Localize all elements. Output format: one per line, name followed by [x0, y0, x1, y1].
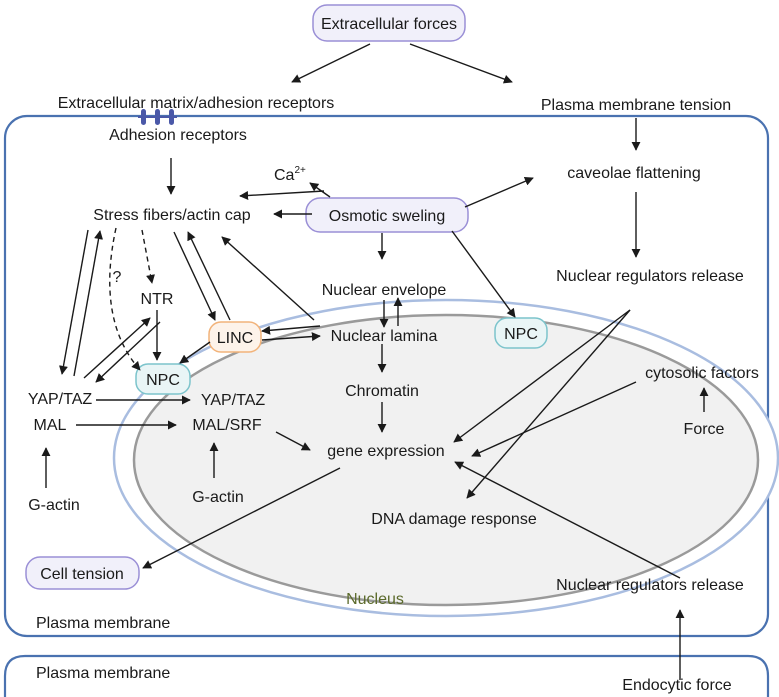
ecm-adhesion-label: Extracellular matrix/adhesion receptors	[58, 95, 335, 112]
npc-right-pill	[494, 317, 548, 349]
linc-pill	[208, 321, 262, 353]
npc-left-label: NPC	[146, 372, 180, 389]
force-label: Force	[684, 421, 725, 438]
linc-label: LINC	[217, 330, 253, 347]
nuclear-envelope-inner	[132, 313, 760, 607]
nuclear-regulators-release-top-label: Nuclear regulators release	[556, 268, 744, 285]
pm-tension-label: Plasma membrane tension	[541, 97, 731, 114]
plasma-membrane-lower-label: Plasma membrane	[36, 665, 170, 682]
extracellular-forces-label: Extracellular forces	[321, 16, 457, 33]
osmotic-sweling-label: Osmotic sweling	[329, 208, 445, 225]
lower-plasma-membrane	[3, 654, 770, 697]
endocytic-force-label: Endocytic force	[622, 677, 731, 694]
cytosolic-factors-label: cytosolic factors	[645, 365, 759, 382]
caveolae-flattening-label: caveolae flattening	[567, 165, 700, 182]
npc-left-pill	[135, 363, 191, 395]
g-actin-nucleus-label: G-actin	[192, 489, 244, 506]
adhesion-receptor-icon	[138, 109, 177, 125]
gene-expression-label: gene expression	[327, 443, 444, 460]
plasma-membrane-cell-label: Plasma membrane	[36, 615, 170, 632]
calcium-label: Ca2+	[274, 165, 306, 184]
chromatin-label: Chromatin	[345, 383, 419, 400]
nuclear-regulators-release-bottom-label: Nuclear regulators release	[556, 577, 744, 594]
calcium-charge: 2+	[294, 165, 306, 176]
mal-srf-label: MAL/SRF	[192, 417, 262, 434]
stress-fibers-label: Stress fibers/actin cap	[93, 207, 251, 224]
nucleus-label: Nucleus	[346, 591, 404, 608]
npc-right-label: NPC	[504, 326, 538, 343]
yap-taz-left-label: YAP/TAZ	[28, 391, 93, 408]
cell-plasma-membrane	[3, 114, 770, 638]
dna-damage-response-label: DNA damage response	[371, 511, 537, 528]
ntr-label: NTR	[141, 291, 174, 308]
cell-tension-label: Cell tension	[40, 566, 124, 583]
calcium-symbol: Ca	[274, 167, 295, 184]
nuclear-lamina-label: Nuclear lamina	[331, 328, 438, 345]
extracellular-forces-pill	[312, 4, 466, 42]
cell-tension-pill	[25, 556, 140, 590]
adhesion-receptors-label: Adhesion receptors	[109, 127, 247, 144]
question-mark-label: ?	[113, 269, 122, 286]
yap-taz-nucleus-label: YAP/TAZ	[201, 392, 266, 409]
mal-label: MAL	[34, 417, 67, 434]
g-actin-left-label: G-actin	[28, 497, 80, 514]
arrows	[41, 43, 709, 680]
osmotic-sweling-pill	[305, 197, 469, 233]
nuclear-envelope-label: Nuclear envelope	[322, 282, 447, 299]
